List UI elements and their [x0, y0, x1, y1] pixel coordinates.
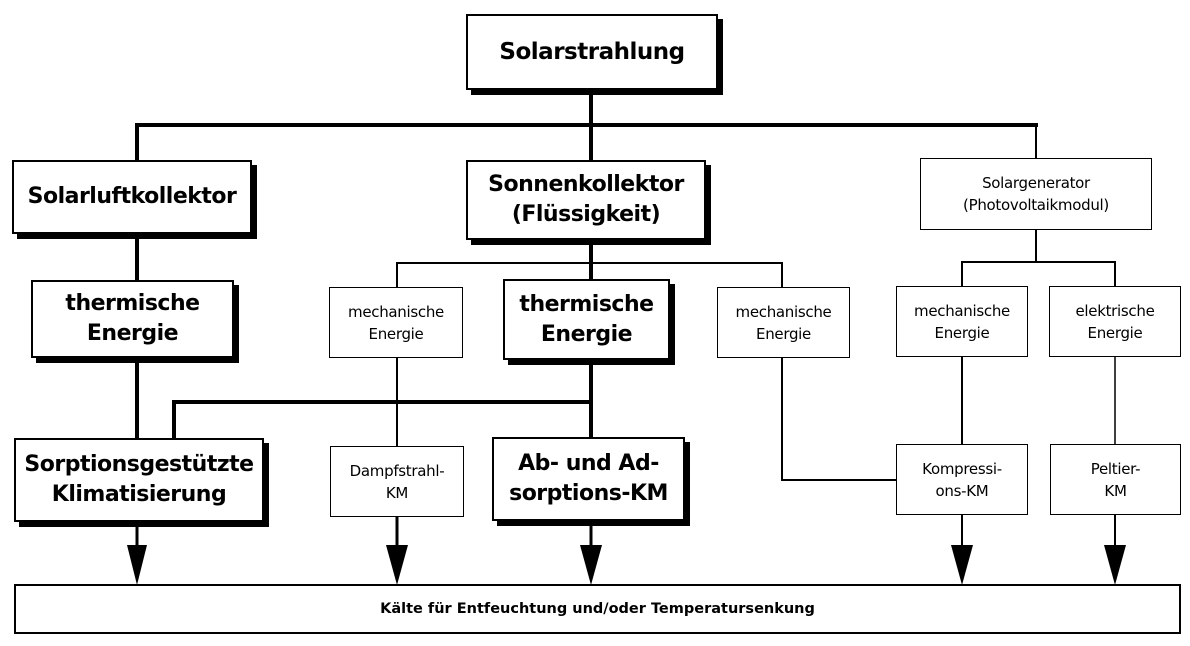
arrowhead-kompressions: [951, 545, 973, 585]
node-kompressions-km: Kompressi- ons-KM: [896, 444, 1028, 515]
node-solarluftkollektor: Solarluftkollektor: [12, 160, 252, 234]
node-mechanische-energie-2: mechanische Energie: [717, 287, 850, 358]
node-mechanische-energie-3: mechanische Energie: [896, 286, 1028, 357]
node-thermische-energie-fluessig: thermische Energie: [503, 279, 670, 360]
node-sonnenkollektor: Sonnenkollektor (Flüssigkeit): [466, 160, 706, 240]
node-elektrische-energie: elektrische Energie: [1049, 286, 1181, 357]
node-peltier-km: Peltier- KM: [1050, 444, 1181, 515]
arrowhead-absorption: [580, 545, 602, 585]
arrowhead-sorption: [127, 545, 147, 585]
node-ab-adsorptions-km: Ab- und Ad- sorptions-KM: [492, 437, 685, 521]
node-kaelte: Kälte für Entfeuchtung und/oder Temperat…: [14, 584, 1181, 634]
node-sorptionsgestuetzte-klimatisierung: Sorptionsgestützte Klimatisierung: [14, 438, 264, 522]
node-thermische-energie-luft: thermische Energie: [31, 280, 234, 358]
arrowhead-dampfstrahl: [386, 545, 408, 585]
node-mechanische-energie-1: mechanische Energie: [329, 287, 463, 358]
node-solargenerator: Solargenerator (Photovoltaikmodul): [920, 158, 1152, 230]
arrowhead-peltier: [1104, 545, 1126, 585]
node-dampfstrahl-km: Dampfstrahl- KM: [330, 446, 464, 517]
node-solarstrahlung: Solarstrahlung: [466, 14, 718, 90]
